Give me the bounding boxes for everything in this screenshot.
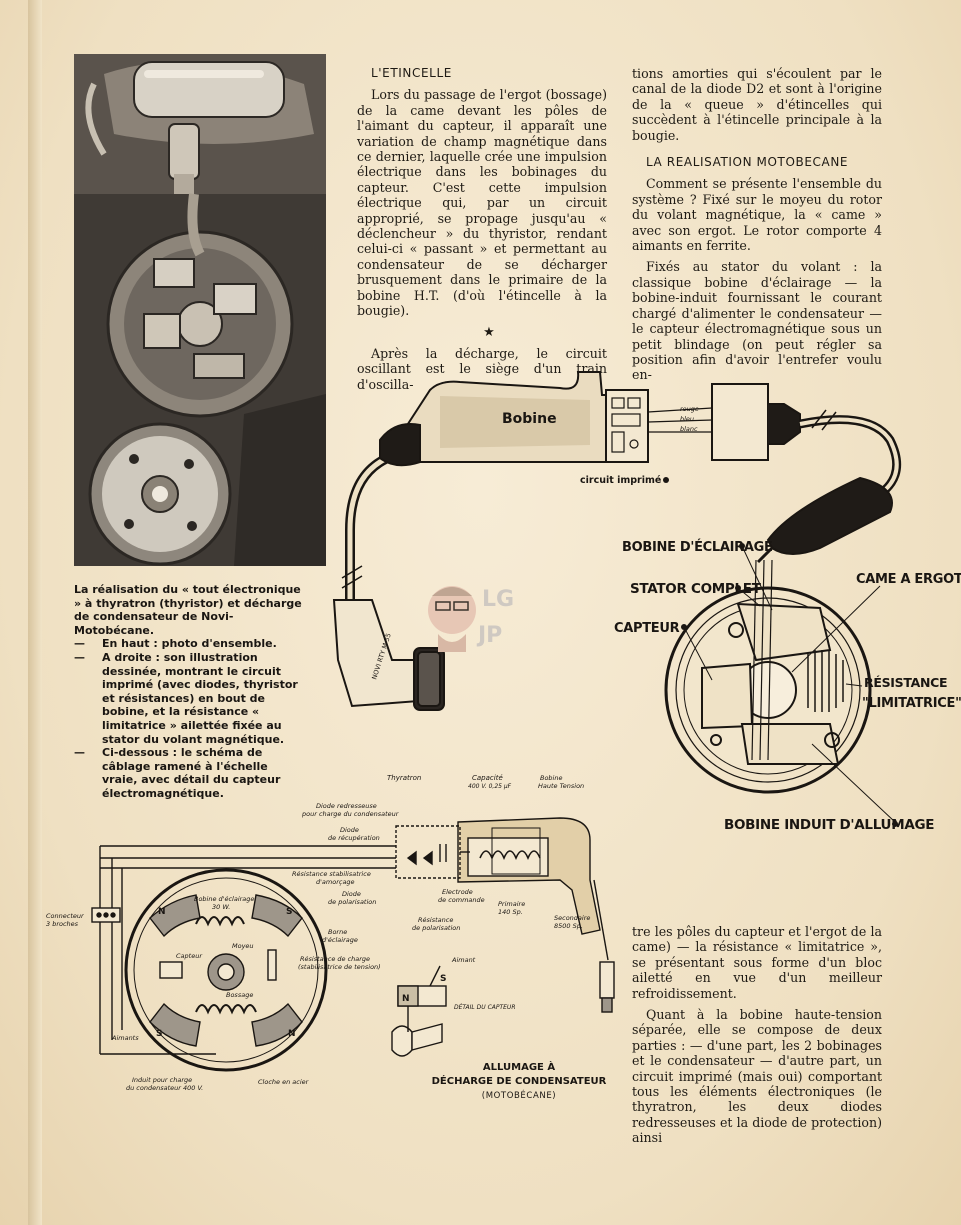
photo-caption: La réalisation du « tout électronique » … bbox=[74, 583, 306, 801]
title-line-3: (MOTOBÉCANE) bbox=[481, 1091, 557, 1101]
paragraph: tre les pôles du capteur et l'ergot de l… bbox=[632, 924, 882, 1001]
paragraph: tions amorties qui s'écoulent par le can… bbox=[632, 66, 882, 143]
separator-star: ★ bbox=[483, 324, 495, 340]
caption-item: —A droite : son illustration dessinée, m… bbox=[74, 650, 298, 746]
paragraph: Quant à la bobine haute-tension séparée,… bbox=[632, 1007, 882, 1146]
caption-item: —Ci-dessous : le schéma de câblage ramen… bbox=[74, 746, 281, 800]
title-line-1: ALLUMAGE À bbox=[482, 1062, 556, 1073]
photo-ensemble bbox=[74, 54, 326, 566]
column-etincelle: L'ETINCELLE Lors du passage de l'ergot (… bbox=[357, 66, 607, 398]
page-fold bbox=[28, 0, 42, 1225]
paragraph: Comment se présente l'ensemble du systèm… bbox=[632, 176, 882, 254]
schematic-title: ALLUMAGE À DÉCHARGE DE CONDENSATEUR (MOT… bbox=[414, 1061, 624, 1103]
paragraph: Après la décharge, le circuit oscillant … bbox=[357, 345, 607, 392]
caption-intro: La réalisation du « tout électronique » … bbox=[74, 583, 302, 637]
column-realisation: tions amorties qui s'écoulent par le can… bbox=[632, 66, 882, 389]
photo-drawing bbox=[74, 54, 326, 566]
title-line-2: DÉCHARGE DE CONDENSATEUR bbox=[431, 1076, 607, 1087]
paragraph: Fixés au stator du volant : la classique… bbox=[632, 259, 882, 383]
heading-etincelle: L'ETINCELLE bbox=[371, 66, 452, 80]
heading-realisation: LA REALISATION MOTOBECANE bbox=[646, 155, 849, 170]
paragraph: Lors du passage de l'ergot (bossage) de … bbox=[357, 87, 607, 319]
column-bobine-ht: tre les pôles du capteur et l'ergot de l… bbox=[632, 924, 882, 1152]
caption-item: —En haut : photo d'ensemble. bbox=[74, 637, 277, 651]
